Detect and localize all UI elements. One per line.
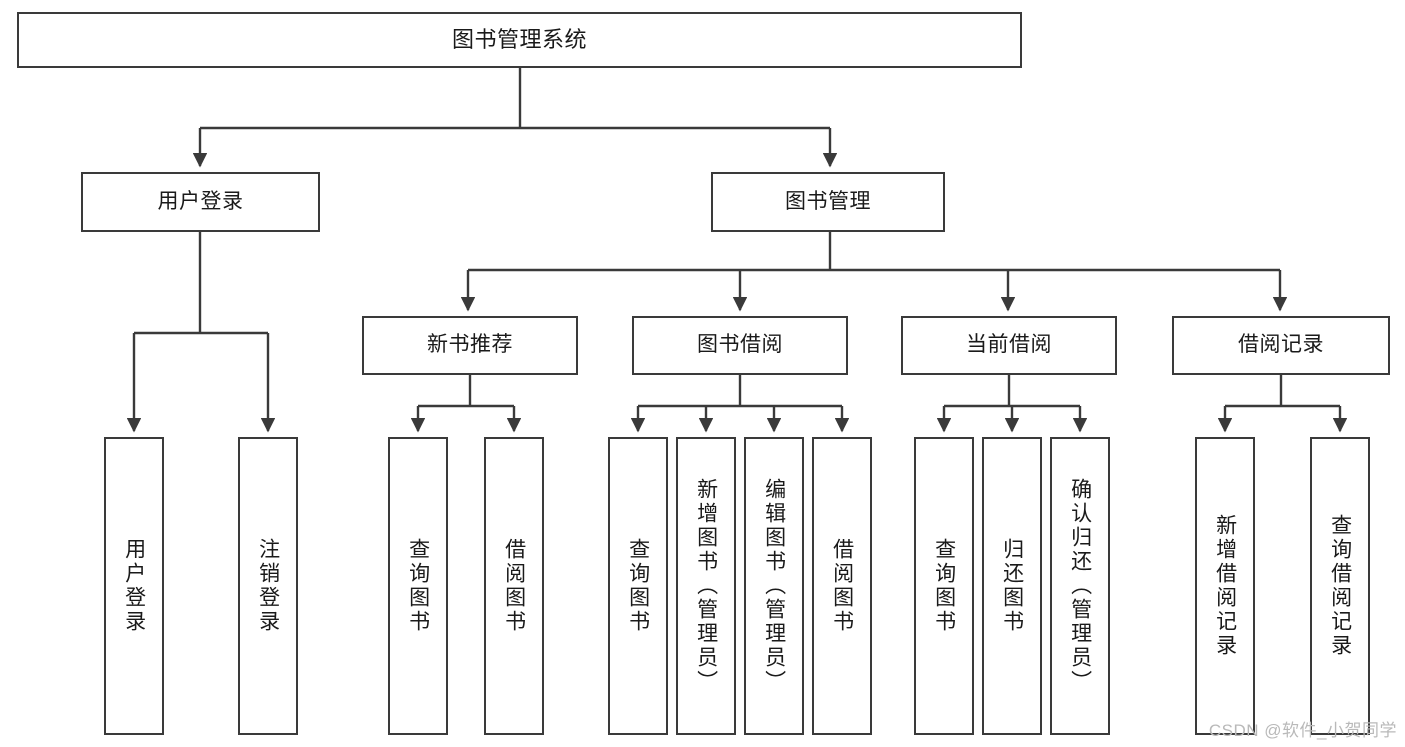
- leaf-book-borrow-edit[interactable]: 编辑图书（管理员）: [744, 437, 804, 735]
- node-book-borrow-label: 图书借阅: [697, 333, 783, 357]
- leaf-label: 归还图书: [1000, 538, 1024, 634]
- leaf-new-book-query[interactable]: 查询图书: [388, 437, 448, 735]
- leaf-current-borrow-confirm-return[interactable]: 确认归还（管理员）: [1050, 437, 1110, 735]
- leaf-label: 新增借阅记录: [1213, 514, 1237, 658]
- node-user-login-label: 用户登录: [157, 189, 244, 213]
- node-borrow-record[interactable]: 借阅记录: [1172, 316, 1390, 375]
- leaf-borrow-record-query[interactable]: 查询借阅记录: [1310, 437, 1370, 735]
- leaf-current-borrow-return[interactable]: 归还图书: [982, 437, 1042, 735]
- node-root[interactable]: 图书管理系统: [17, 12, 1022, 68]
- leaf-label: 新增图书（管理员）: [694, 478, 718, 694]
- leaf-label: 注销登录: [256, 538, 280, 634]
- node-book-management-label: 图书管理: [785, 189, 871, 213]
- leaf-label: 借阅图书: [502, 538, 526, 634]
- node-current-borrow-label: 当前借阅: [966, 333, 1052, 357]
- node-borrow-record-label: 借阅记录: [1238, 333, 1324, 357]
- watermark: CSDN @软件_小贺同学: [1208, 721, 1397, 740]
- node-root-label: 图书管理系统: [451, 27, 587, 53]
- leaf-book-borrow-add[interactable]: 新增图书（管理员）: [676, 437, 736, 735]
- leaf-label: 用户登录: [122, 538, 146, 634]
- node-book-borrow[interactable]: 图书借阅: [632, 316, 848, 375]
- node-book-management[interactable]: 图书管理: [711, 172, 945, 232]
- node-new-book-recommend-label: 新书推荐: [427, 333, 513, 357]
- node-current-borrow[interactable]: 当前借阅: [901, 316, 1117, 375]
- leaf-user-login-login[interactable]: 用户登录: [104, 437, 164, 735]
- leaf-label: 查询图书: [932, 538, 956, 634]
- leaf-label: 查询借阅记录: [1328, 514, 1352, 658]
- leaf-label: 编辑图书（管理员）: [762, 478, 786, 694]
- node-user-login[interactable]: 用户登录: [81, 172, 320, 232]
- leaf-borrow-record-add[interactable]: 新增借阅记录: [1195, 437, 1255, 735]
- node-new-book-recommend[interactable]: 新书推荐: [362, 316, 578, 375]
- leaf-label: 查询图书: [626, 538, 650, 634]
- leaf-label: 查询图书: [406, 538, 430, 634]
- leaf-book-borrow-borrow[interactable]: 借阅图书: [812, 437, 872, 735]
- leaf-current-borrow-query[interactable]: 查询图书: [914, 437, 974, 735]
- leaf-new-book-borrow[interactable]: 借阅图书: [484, 437, 544, 735]
- leaf-label: 借阅图书: [830, 538, 854, 634]
- leaf-user-login-logout[interactable]: 注销登录: [238, 437, 298, 735]
- leaf-book-borrow-query[interactable]: 查询图书: [608, 437, 668, 735]
- leaf-label: 确认归还（管理员）: [1068, 478, 1092, 694]
